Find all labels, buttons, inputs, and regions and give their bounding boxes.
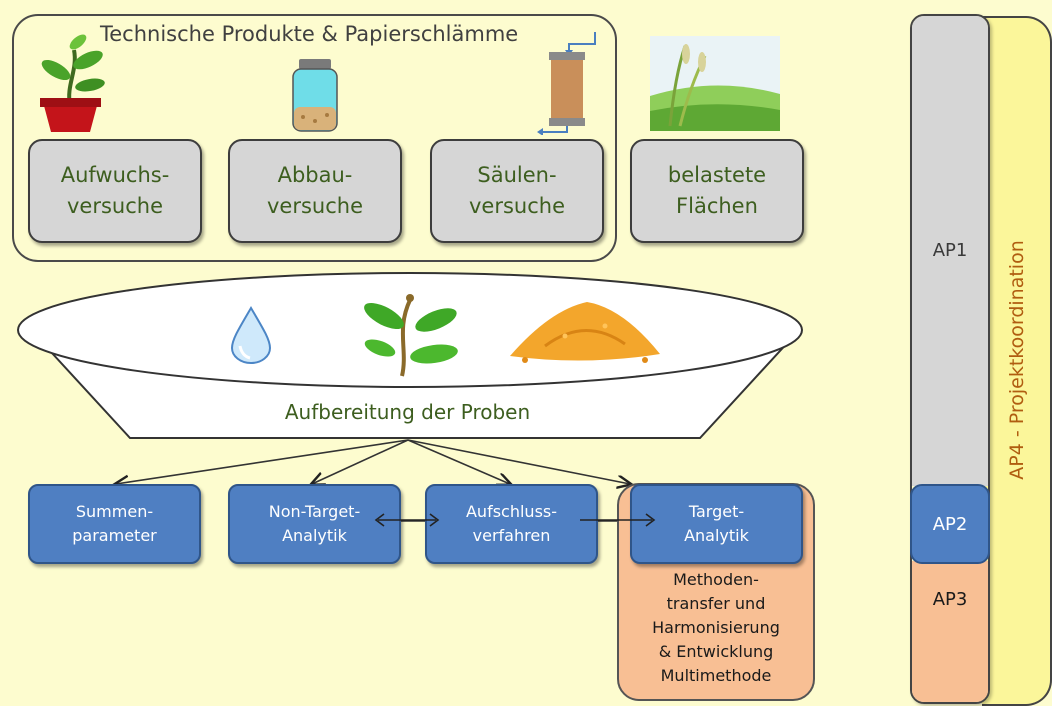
column-icon (537, 32, 596, 135)
group-title: Technische Produkte & Papierschlämme (100, 22, 519, 46)
jar-icon (292, 59, 338, 132)
soil-pile-icon (510, 302, 660, 363)
experiment-box-saeulen: Säulen- versuche (430, 139, 604, 243)
double-arrow (374, 513, 440, 527)
sample-prep-label: Aufbereitung der Proben (284, 400, 531, 424)
ap2-box: AP2 (910, 484, 990, 564)
plant-sprout-icon (364, 294, 458, 377)
analytics-box-target: Target- Analytik (630, 484, 803, 564)
analytics-box-non-target: Non-Target- Analytik (228, 484, 401, 564)
arrow-to-target (580, 513, 656, 527)
ap3-segment (912, 561, 988, 702)
potted-plant-icon (40, 34, 105, 132)
ap4-bar (982, 16, 1052, 706)
connector-arrows (0, 439, 815, 550)
ap1-label: AP1 (932, 240, 968, 261)
experiments-group (12, 14, 617, 262)
work-package-column (910, 14, 990, 704)
water-drop-icon (230, 306, 272, 364)
experiment-box-flaechen: belastete Flächen (630, 139, 804, 243)
experiment-box-aufwuchs: Aufwuchs- versuche (28, 139, 202, 243)
ap1-segment (912, 16, 988, 486)
analytics-box-summenparameter: Summen- parameter (28, 484, 201, 564)
field-icon (650, 36, 780, 131)
method-transfer-text: Methoden- transfer und Harmonisierung & … (652, 570, 780, 685)
experiment-box-abbau: Abbau- versuche (228, 139, 402, 243)
ap3-label: AP3 (932, 589, 968, 610)
ap4-label: AP4 - Projektkoordination (1006, 240, 1028, 480)
analytics-box-aufschluss: Aufschluss- verfahren (425, 484, 598, 564)
